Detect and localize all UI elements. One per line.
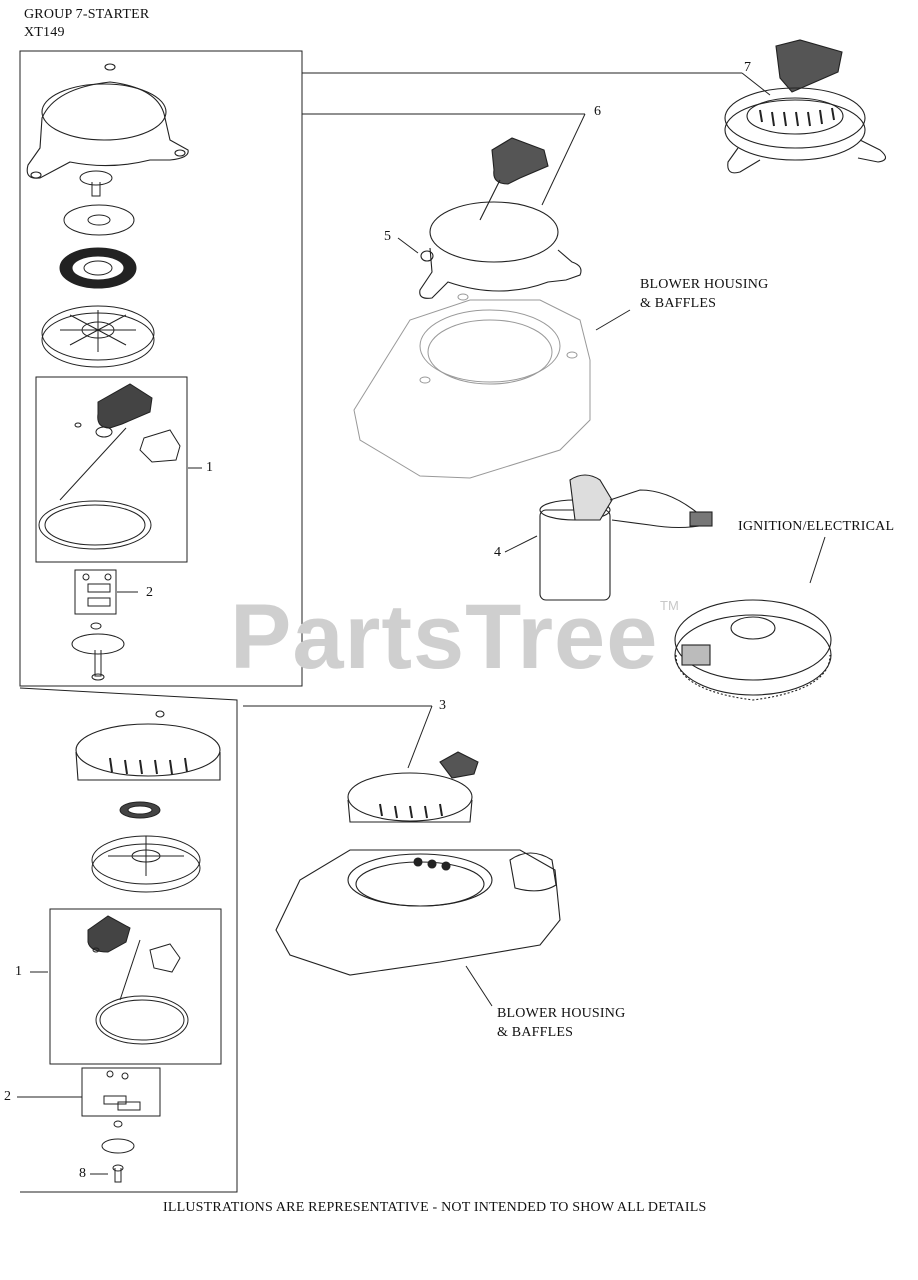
footer-disclaimer: ILLUSTRATIONS ARE REPRESENTATIVE - NOT I… bbox=[163, 1200, 707, 1215]
retainer-bottom bbox=[101, 1120, 135, 1154]
callout-6: 6 bbox=[594, 104, 601, 119]
starter-assembly-3 bbox=[347, 751, 479, 823]
starter-handle-bottom bbox=[87, 915, 189, 1045]
callout-2-top: 2 bbox=[146, 585, 153, 600]
callout-7: 7 bbox=[744, 60, 751, 75]
recoil-spring-bottom bbox=[119, 801, 161, 819]
callout-1-top: 1 bbox=[206, 460, 213, 475]
starter-cover-part bbox=[26, 63, 189, 179]
leader-4 bbox=[504, 535, 538, 553]
starter-assembly-6 bbox=[419, 137, 582, 299]
pulley-bottom bbox=[91, 835, 201, 893]
callout-5: 5 bbox=[384, 229, 391, 244]
top-kit-frame bbox=[19, 50, 303, 687]
starter-plate-part bbox=[63, 204, 135, 236]
starter-assembly-7 bbox=[724, 39, 887, 174]
label-ignition: IGNITION/ELECTRICAL bbox=[738, 519, 895, 534]
pawl-kit-bottom bbox=[103, 1070, 141, 1111]
label-blower-housing-top-line1: BLOWER HOUSING bbox=[640, 277, 769, 292]
pulley-part bbox=[41, 305, 155, 368]
label-blower-housing-bottom-line2: & BAFFLES bbox=[497, 1025, 574, 1040]
starter-cam-part bbox=[79, 170, 113, 197]
group-title: GROUP 7-STARTER bbox=[24, 7, 150, 22]
callout-2-bottom: 2 bbox=[4, 1089, 11, 1104]
callout-3: 3 bbox=[439, 698, 446, 713]
leader-blower-top bbox=[595, 309, 631, 331]
spring-kit-frame-top bbox=[74, 569, 117, 615]
recoil-spring-part bbox=[59, 247, 137, 289]
retainer-top bbox=[71, 622, 125, 681]
leader-blower-bottom bbox=[465, 965, 493, 1007]
blower-housing-bottom bbox=[275, 849, 561, 976]
leader-ignition bbox=[809, 536, 826, 584]
starter-handle-top bbox=[38, 383, 181, 550]
flywheel-part bbox=[674, 599, 832, 701]
model-number: XT149 bbox=[24, 25, 65, 40]
rope-kit-frame-top bbox=[35, 376, 188, 563]
spring-kit-frame-bottom bbox=[81, 1067, 161, 1117]
bolt-part-8 bbox=[112, 1164, 124, 1183]
pawl-kit-top bbox=[82, 573, 112, 607]
callout-4: 4 bbox=[494, 545, 501, 560]
label-blower-housing-top-line2: & BAFFLES bbox=[640, 296, 717, 311]
label-blower-housing-bottom-line1: BLOWER HOUSING bbox=[497, 1006, 626, 1021]
watermark-trademark: TM bbox=[660, 598, 679, 613]
starter-motor-4 bbox=[539, 474, 713, 601]
watermark: PartsTree bbox=[230, 586, 659, 688]
bottom-kit-frame bbox=[19, 687, 238, 1193]
callout-1-bottom: 1 bbox=[15, 964, 22, 979]
callout-8: 8 bbox=[79, 1166, 86, 1181]
starter-cover-bottom bbox=[75, 710, 221, 781]
rope-kit-frame-bottom bbox=[49, 908, 222, 1065]
leader-5 bbox=[397, 237, 419, 254]
blower-housing-top bbox=[353, 293, 591, 479]
